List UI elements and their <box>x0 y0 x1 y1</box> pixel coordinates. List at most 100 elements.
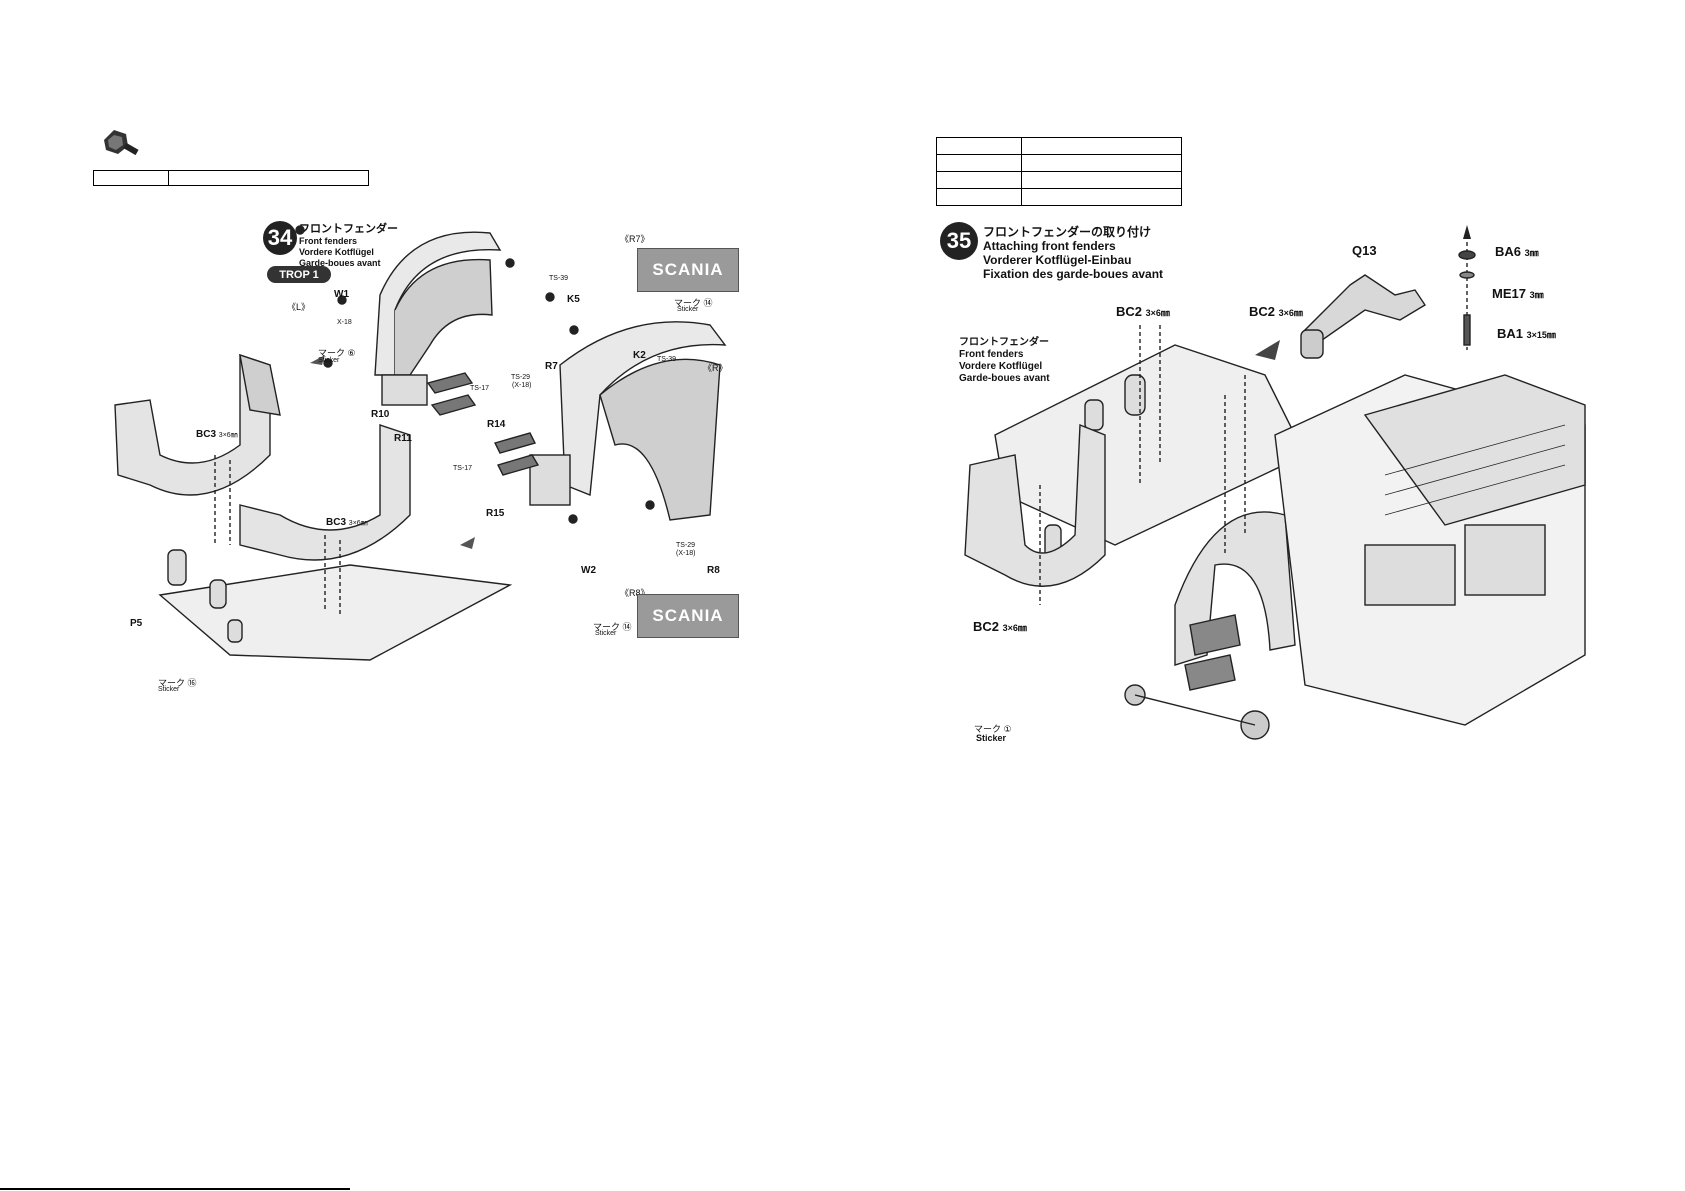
label-bc2b: BC2 3×6㎜ <box>1249 304 1303 319</box>
table-cell <box>93 170 169 186</box>
title-en: Front fenders <box>299 236 358 246</box>
step-number-35: 35 <box>940 222 978 260</box>
ba6-name: BA6 <box>1495 244 1522 259</box>
table-row <box>936 171 1182 189</box>
title-en: Attaching front fenders <box>983 239 1116 253</box>
label-k2: K2 <box>633 350 646 361</box>
table-row <box>936 188 1182 206</box>
label-p5: P5 <box>130 618 143 629</box>
table-cell <box>936 188 1022 206</box>
label-sticker-14b: Sticker <box>595 630 617 637</box>
label-me17: ME17 3㎜ <box>1492 286 1544 301</box>
label-r11: R11 <box>394 433 412 444</box>
label-w2: W2 <box>581 565 596 576</box>
label-r7-tag: 《R7》 <box>620 234 650 244</box>
table-cell <box>936 171 1022 189</box>
table-row <box>93 170 369 186</box>
bc3b-size: 3×6㎜ <box>348 520 368 527</box>
label-ts17a: TS-17 <box>470 385 490 392</box>
label-bc3a: BC3 3×6㎜ <box>196 429 238 440</box>
table-cell <box>168 170 369 186</box>
label-side-right: 《R》 <box>703 363 728 373</box>
label-mark6: マーク ⑥ <box>318 348 356 358</box>
title-ja: フロントフェンダーの取り付け <box>983 225 1152 239</box>
bc3b-name: BC3 <box>326 517 347 528</box>
table-cell <box>1021 137 1182 155</box>
table-row <box>936 154 1182 172</box>
label-ba1: BA1 3×15㎜ <box>1497 326 1556 341</box>
label-side-left: 《L》 <box>287 302 311 312</box>
label-r8-tag: 《R8》 <box>620 588 650 598</box>
parts-table-right <box>936 137 1182 206</box>
trop-badge: TROP 1 <box>267 266 331 283</box>
fenders-fr: Garde-boues avant <box>959 373 1050 384</box>
title-fr: Garde-boues avant <box>299 258 381 268</box>
title-ja: フロントフェンダー <box>299 223 398 235</box>
label-x18b: (X-18) <box>676 550 696 557</box>
scania-sticker-r7: SCANIA <box>637 248 739 292</box>
fenders-de: Vordere Kotflügel <box>959 361 1043 372</box>
bc2a-name: BC2 <box>1116 304 1143 319</box>
table-cell <box>1021 188 1182 206</box>
label-sticker-14a: Sticker <box>677 306 699 313</box>
fenders-ja: フロントフェンダー <box>959 337 1049 348</box>
fenders-en: Front fenders <box>959 349 1024 360</box>
bc2b-size: 3×6㎜ <box>1278 308 1303 318</box>
step35-diagram <box>964 225 1586 740</box>
table-cell <box>1021 171 1182 189</box>
label-r8: R8 <box>707 565 720 576</box>
label-bc2a: BC2 3×6㎜ <box>1116 304 1170 319</box>
label-sticker-6: Sticker <box>318 357 340 364</box>
table-cell <box>1021 154 1182 172</box>
footer-rule <box>0 1188 350 1190</box>
label-r7: R7 <box>545 361 558 372</box>
bc2a-size: 3×6㎜ <box>1145 308 1170 318</box>
title-de: Vordere Kotflügel <box>299 247 374 257</box>
title-fr: Fixation des garde-boues avant <box>983 267 1164 281</box>
label-w1: W1 <box>334 289 349 300</box>
label-mark14b: マーク ⑭ <box>593 622 632 632</box>
bc3a-size: 3×6㎜ <box>218 432 238 439</box>
label-x18a: (X-18) <box>512 382 532 389</box>
me17-size: 3㎜ <box>1529 290 1544 300</box>
table-cell <box>936 137 1022 155</box>
label-r15: R15 <box>486 508 505 519</box>
bc2c-name: BC2 <box>973 619 1000 634</box>
step-title-35: フロントフェンダーの取り付け Attaching front fenders V… <box>983 225 1163 281</box>
label-sticker-16: Sticker <box>158 686 180 693</box>
label-ts29a: TS-29 <box>511 374 531 381</box>
scania-sticker-r8: SCANIA <box>637 594 739 638</box>
bc3a-name: BC3 <box>196 429 217 440</box>
label-q13: Q13 <box>1352 243 1377 258</box>
label-sticker-1: Sticker <box>976 733 1007 743</box>
label-r10: R10 <box>371 409 390 420</box>
label-ts17b: TS-17 <box>453 465 473 472</box>
label-x18: X-18 <box>337 319 352 326</box>
label-r14: R14 <box>487 419 506 430</box>
table-row <box>936 137 1182 155</box>
label-k5: K5 <box>567 294 580 305</box>
label-bc2c: BC2 3×6㎜ <box>973 619 1027 634</box>
step34-diagram <box>114 225 727 661</box>
label-mark1: マーク ① <box>974 724 1012 734</box>
label-ba6: BA6 3㎜ <box>1495 244 1539 259</box>
ba1-size: 3×15㎜ <box>1526 330 1556 340</box>
table-cell <box>936 154 1022 172</box>
step-title-34: フロントフェンダー Front fenders Vordere Kotflüge… <box>299 223 398 269</box>
label-front-fenders: フロントフェンダー Front fenders Vordere Kotflüge… <box>959 337 1050 385</box>
kit-logo-icon <box>104 130 139 156</box>
label-mark16: マーク ⑯ <box>158 678 197 688</box>
label-ts39b: TS-39 <box>657 356 677 363</box>
ba6-size: 3㎜ <box>1524 248 1539 258</box>
label-bc3b: BC3 3×6㎜ <box>326 517 368 528</box>
bc2c-size: 3×6㎜ <box>1002 623 1027 633</box>
step-number-34: 34 <box>263 221 297 255</box>
me17-name: ME17 <box>1492 286 1526 301</box>
bc2b-name: BC2 <box>1249 304 1276 319</box>
ba1-name: BA1 <box>1497 326 1524 341</box>
label-ts29b: TS-29 <box>676 542 696 549</box>
label-mark14a: マーク ⑭ <box>674 298 713 308</box>
title-de: Vorderer Kotflügel-Einbau <box>983 253 1132 267</box>
label-ts39a: TS-39 <box>549 275 569 282</box>
parts-table <box>93 170 369 186</box>
